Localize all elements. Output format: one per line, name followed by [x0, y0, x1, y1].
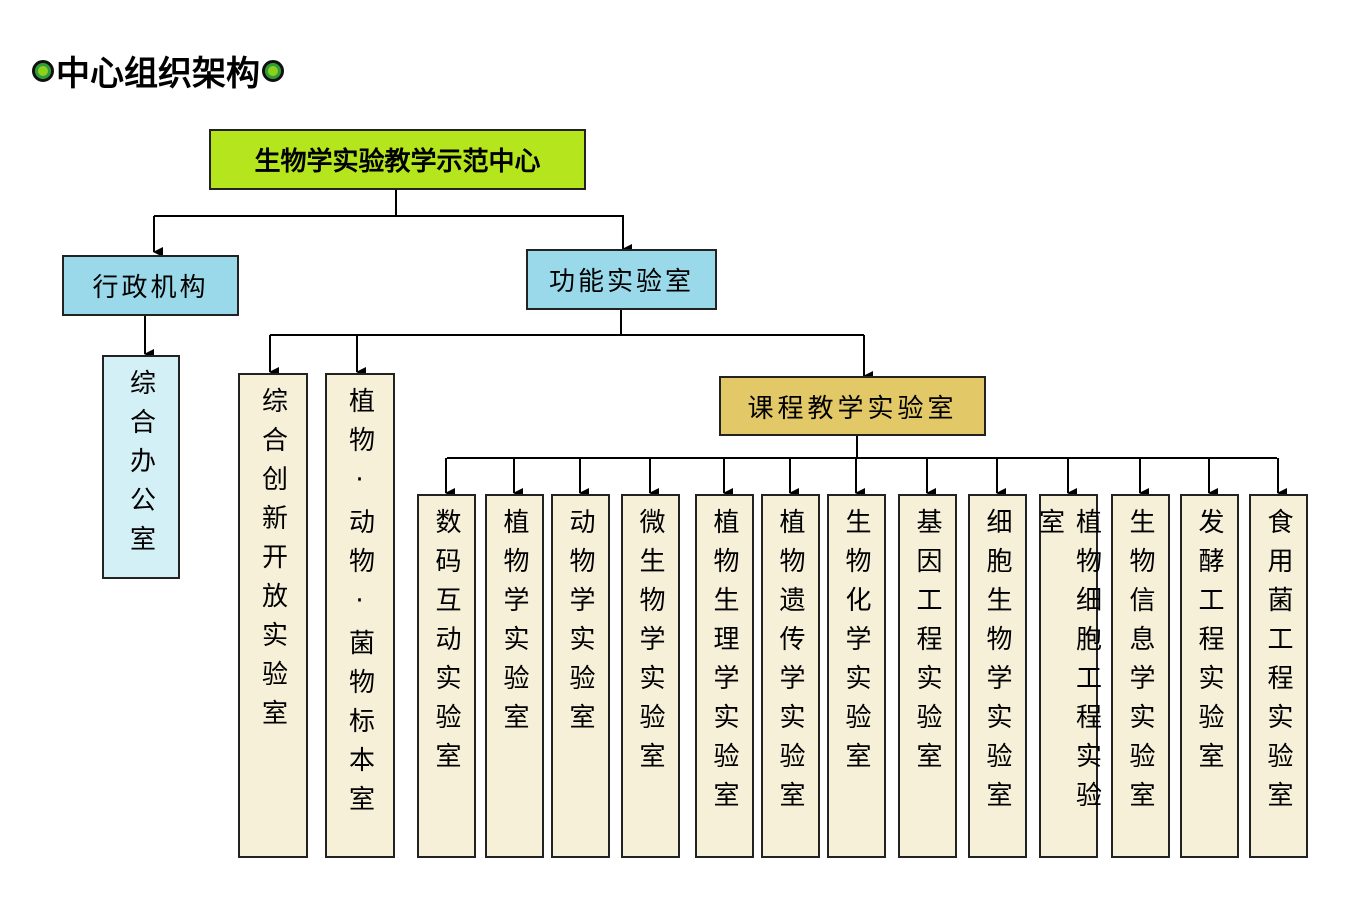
course-lab-item: 基因工程实验室	[898, 494, 957, 858]
course-lab-item: 细胞生物学实验室	[968, 494, 1027, 858]
admin-office-node: 综合办公室	[102, 355, 180, 579]
innovation-lab-node: 综合创新开放实验室	[238, 373, 308, 858]
course-lab-item: 数码互动实验室	[417, 494, 476, 858]
admin-node: 行政机构	[62, 255, 239, 316]
root-node: 生物学实验教学示范中心	[209, 129, 586, 190]
course-lab-item: 植物学实验室	[485, 494, 544, 858]
course-lab-item: 食用菌工程实验室	[1249, 494, 1308, 858]
functional-node: 功能实验室	[526, 249, 717, 310]
title-text: 中心组织架构	[56, 54, 260, 94]
specimen-room-node: 植物·动物·菌物标本室	[325, 373, 395, 858]
course-lab-item: 生物信息学实验室	[1111, 494, 1170, 858]
course-lab-item: 动物学实验室	[551, 494, 610, 858]
course-lab-item: 植物细胞工程实验室	[1035, 494, 1102, 858]
course-lab-item: 发酵工程实验室	[1180, 494, 1239, 858]
course-lab-node: 课程教学实验室	[719, 376, 986, 436]
course-lab-item: 微生物学实验室	[621, 494, 680, 858]
course-lab-item: 生物化学实验室	[827, 494, 886, 858]
course-lab-item: 植物遗传学实验室	[761, 494, 820, 858]
page-title: 中心组织架构	[32, 46, 284, 95]
ring-icon	[32, 59, 54, 82]
course-lab-item: 植物生理学实验室	[695, 494, 754, 858]
ring-icon	[262, 59, 284, 82]
